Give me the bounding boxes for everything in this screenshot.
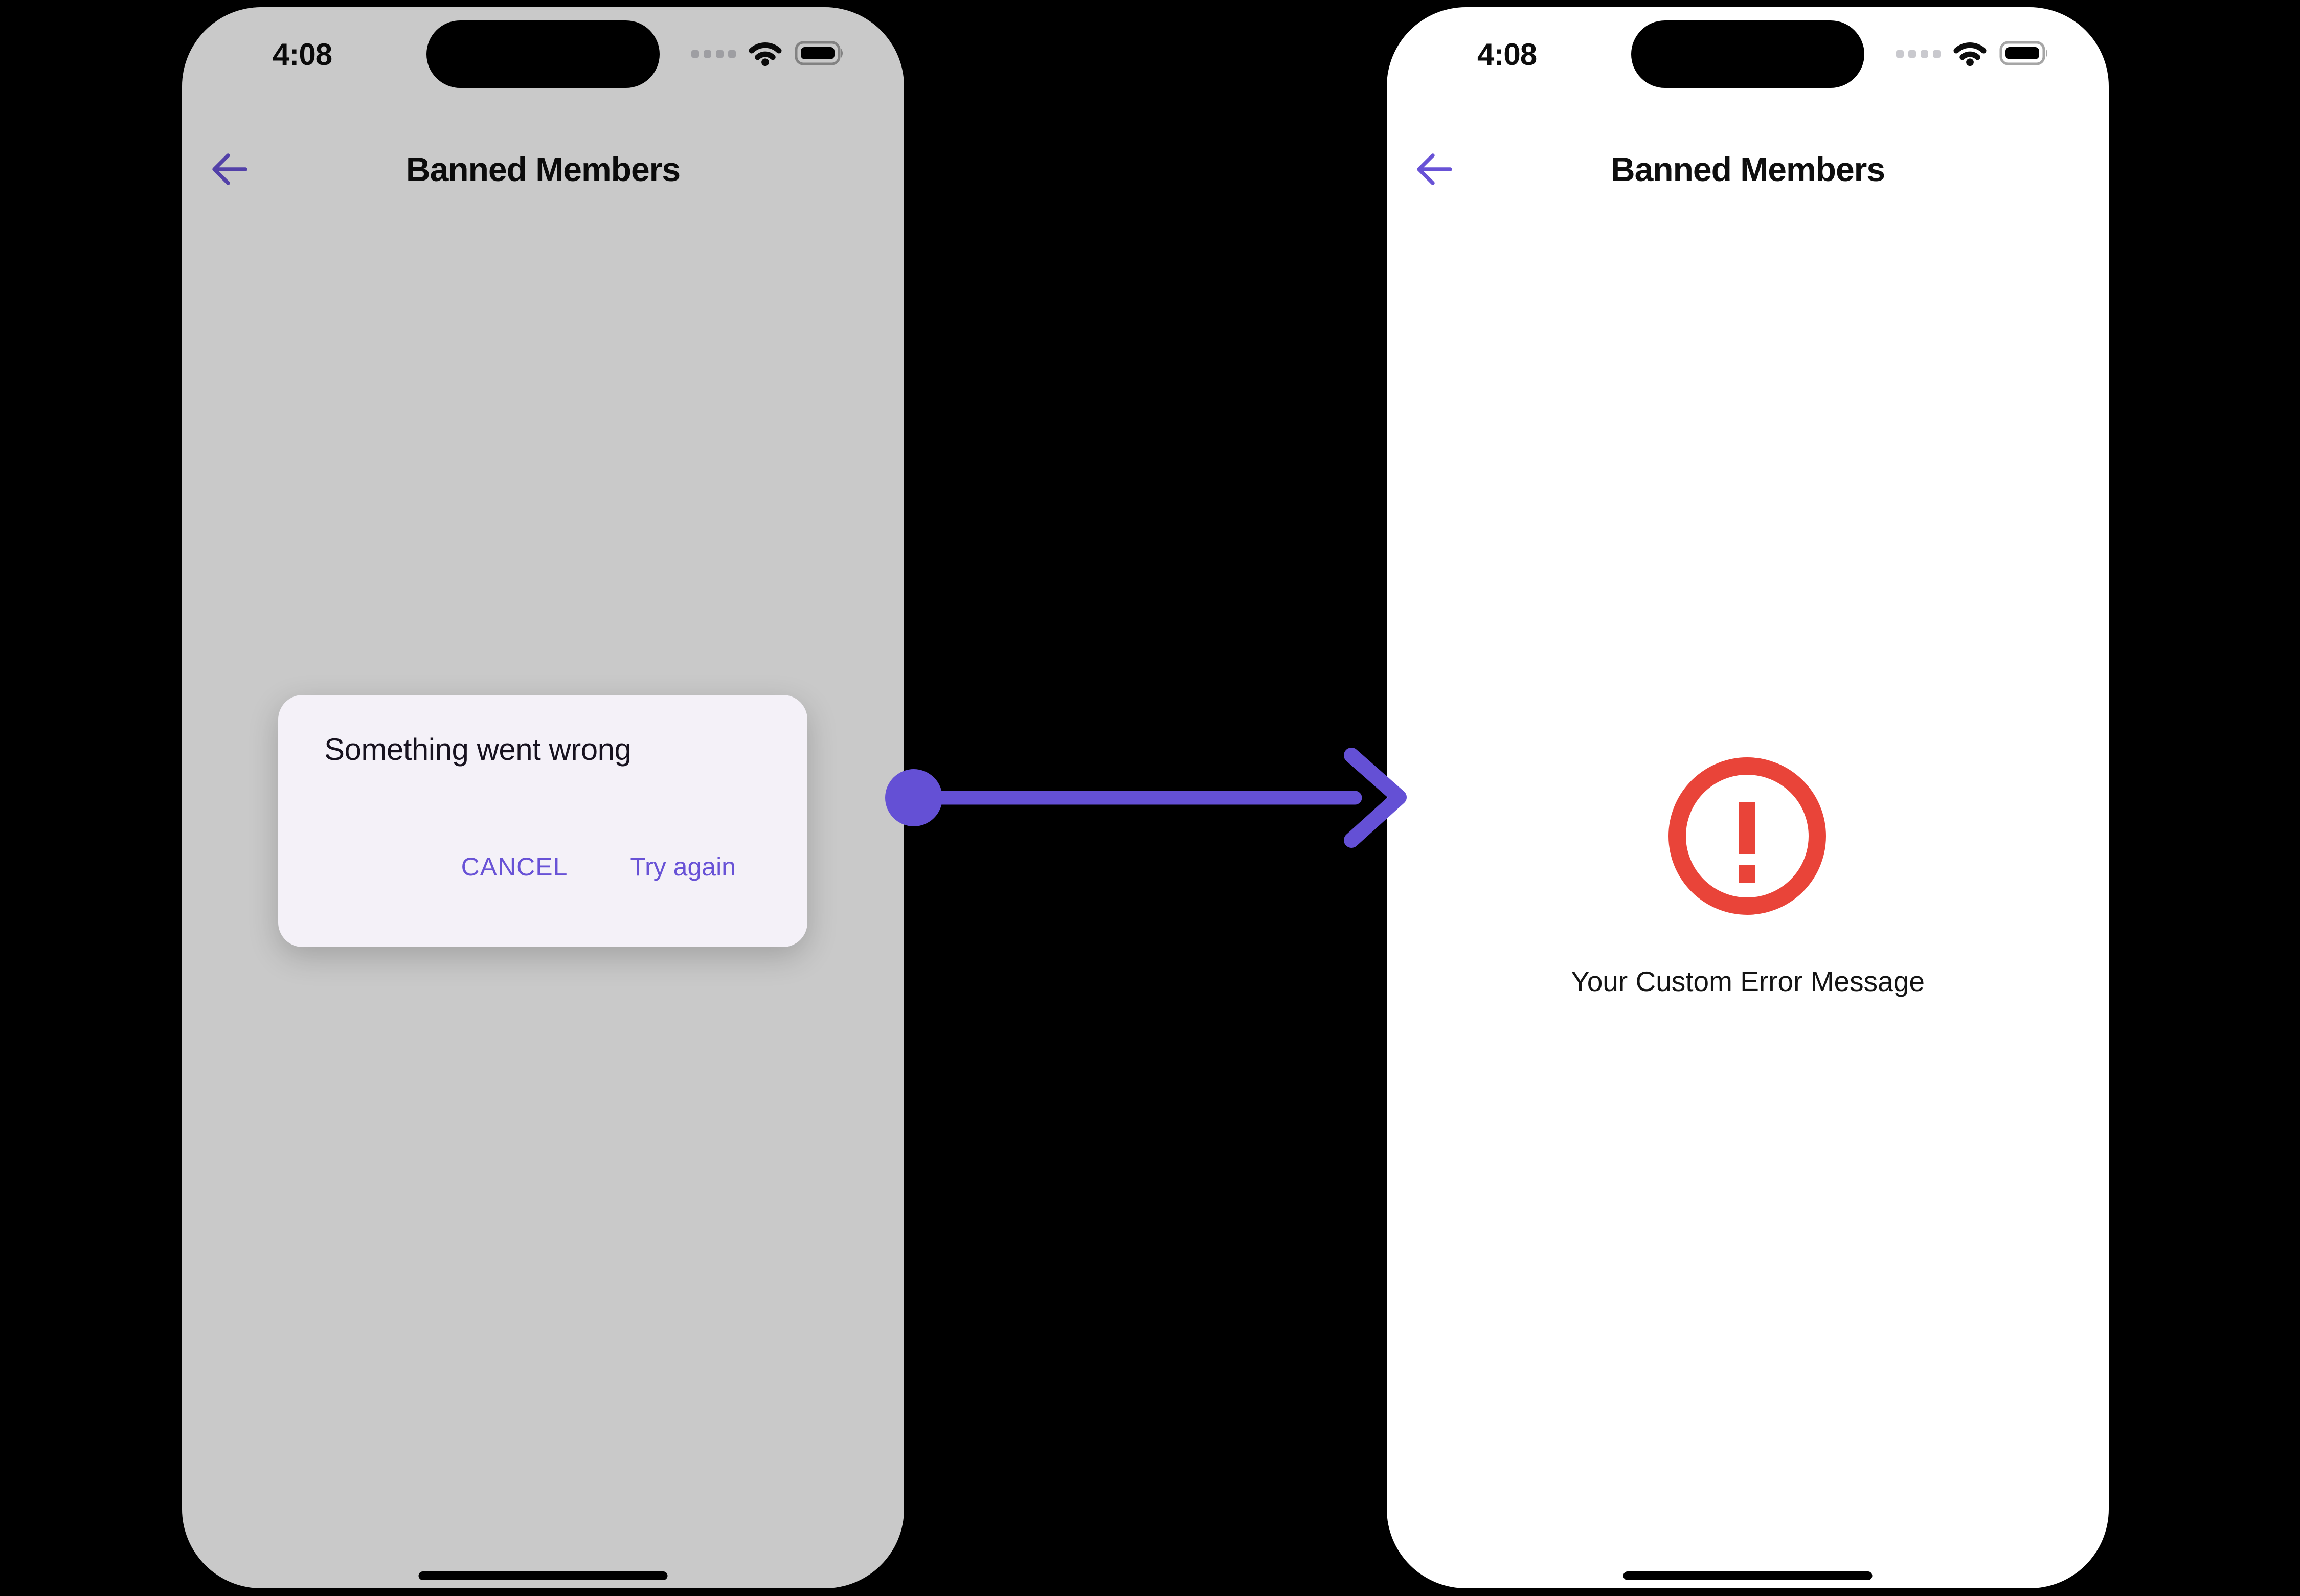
page-title: Banned Members [1610,150,1885,188]
dynamic-island [1631,20,1864,88]
nav-header: Banned Members [1387,136,2109,203]
cellular-signal-icon [1896,50,1941,59]
cancel-button[interactable]: CANCEL [461,852,568,881]
right-phone-screen: 4:08 [1387,7,2109,1588]
error-dialog: Something went wrong CANCEL Try again [278,695,807,947]
back-arrow-icon[interactable] [210,152,250,187]
back-arrow-icon[interactable] [1414,152,1454,187]
battery-icon [1999,40,2049,69]
dialog-actions: CANCEL Try again [461,852,736,881]
dynamic-island [426,20,660,88]
wifi-icon [1953,40,1987,69]
battery-icon [795,40,845,69]
home-indicator[interactable] [1623,1571,1873,1580]
dialog-title: Something went wrong [324,732,632,767]
wifi-icon [748,40,782,69]
status-time: 4:08 [273,37,332,72]
page-title: Banned Members [405,150,681,188]
left-phone-screen: 4:08 [182,7,904,1588]
status-bar: 4:08 [182,20,904,88]
status-bar: 4:08 [1387,20,2109,88]
nav-header: Banned Members [182,136,904,203]
status-icons [691,40,845,69]
error-exclamation-circle-icon [1668,757,1827,915]
status-time: 4:08 [1477,37,1537,72]
status-icons [1896,40,2049,69]
try-again-button[interactable]: Try again [630,852,736,881]
cellular-signal-icon [691,50,736,59]
error-message-text: Your Custom Error Message [1571,965,1925,997]
home-indicator[interactable] [418,1571,668,1580]
